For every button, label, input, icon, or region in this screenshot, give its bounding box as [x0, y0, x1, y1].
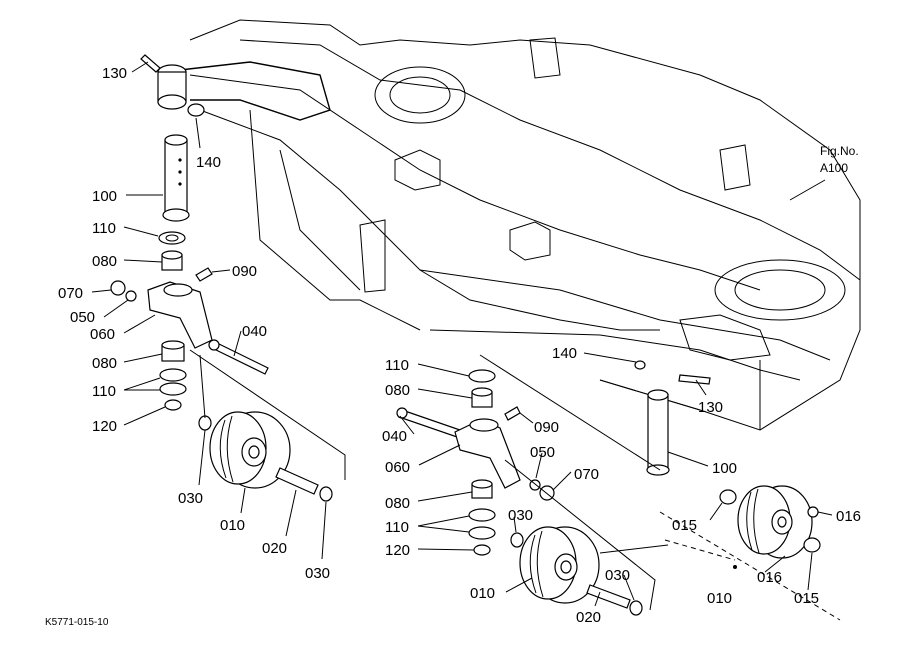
- label-010-side: 010: [707, 590, 732, 607]
- fig-ref-line2: A100: [820, 161, 848, 175]
- label-020-right: 020: [576, 609, 601, 626]
- label-030-right: 030: [508, 507, 533, 524]
- label-110-lower: 110: [92, 383, 116, 400]
- mower-deck: [189, 19, 861, 431]
- part-labels: 130 140 100 110 080 090 070 050 060 040 …: [45, 65, 861, 628]
- label-020: 020: [262, 540, 287, 557]
- label-100: 100: [92, 188, 117, 205]
- label-130-right: 130: [698, 399, 723, 416]
- label-110-right: 110: [385, 357, 409, 374]
- label-130: 130: [102, 65, 127, 82]
- label-010: 010: [220, 517, 245, 534]
- label-070-right: 070: [574, 466, 599, 483]
- label-080: 080: [92, 253, 117, 270]
- label-040-right: 040: [382, 428, 407, 445]
- footer-code: K5771-015-10: [45, 617, 109, 628]
- label-110: 110: [92, 220, 116, 237]
- label-120-right: 120: [385, 542, 410, 559]
- label-070: 070: [58, 285, 83, 302]
- label-050: 050: [70, 309, 95, 326]
- left-wheel: [209, 411, 291, 489]
- label-050-right: 050: [530, 444, 555, 461]
- side-wheel-detail: [599, 485, 841, 621]
- label-080-lower: 080: [92, 355, 117, 372]
- label-015-lower: 015: [794, 590, 819, 607]
- label-120: 120: [92, 418, 117, 435]
- leader-lines: [91, 61, 833, 607]
- label-030-right-axle: 030: [605, 567, 630, 584]
- right-gauge-wheel-assembly: [396, 354, 711, 616]
- left-gauge-wheel-assembly: [110, 54, 346, 502]
- label-110-right-lower: 110: [385, 519, 409, 536]
- label-140: 140: [196, 154, 221, 171]
- label-040: 040: [242, 323, 267, 340]
- right-wheel: [519, 526, 600, 604]
- label-010-right: 010: [470, 585, 495, 602]
- label-016-lower: 016: [757, 569, 782, 586]
- label-030-axle: 030: [305, 565, 330, 582]
- label-100-right: 100: [712, 460, 737, 477]
- label-030: 030: [178, 490, 203, 507]
- label-090: 090: [232, 263, 257, 280]
- label-016: 016: [836, 508, 861, 525]
- label-060-right: 060: [385, 459, 410, 476]
- label-090-right: 090: [534, 419, 559, 436]
- label-080-right: 080: [385, 382, 410, 399]
- label-140-right: 140: [552, 345, 577, 362]
- label-080-right-lower: 080: [385, 495, 410, 512]
- label-015: 015: [672, 517, 697, 534]
- label-060: 060: [90, 326, 115, 343]
- fig-ref-line1: Fig.No.: [820, 144, 859, 158]
